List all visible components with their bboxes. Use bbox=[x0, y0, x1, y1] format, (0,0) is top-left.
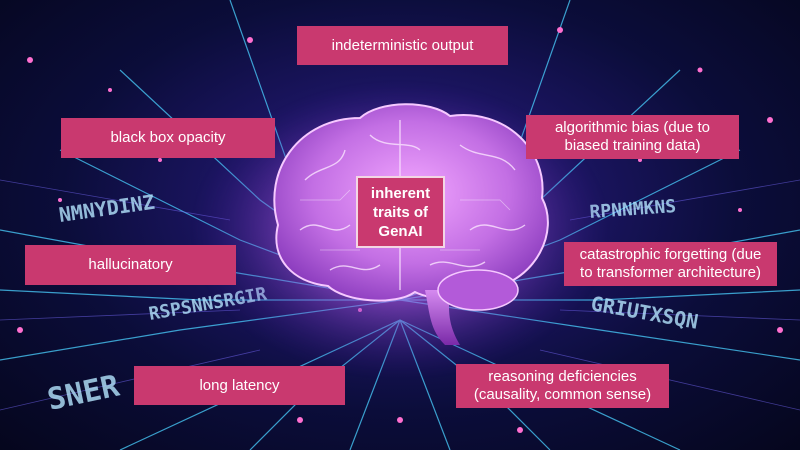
trait-bias: algorithmic bias (due to biased training… bbox=[526, 115, 739, 159]
trait-forgetting: catastrophic forgetting (due to transfor… bbox=[564, 242, 777, 286]
trait-hallucinatory: hallucinatory bbox=[25, 245, 236, 285]
trait-indeterministic: indeterministic output bbox=[297, 26, 508, 65]
center-title: inherent traits of GenAI bbox=[356, 176, 445, 248]
trait-latency: long latency bbox=[134, 366, 345, 405]
trait-reasoning: reasoning deficiencies (causality, commo… bbox=[456, 364, 669, 408]
letters-left-3: SNER bbox=[44, 368, 123, 417]
trait-black-box: black box opacity bbox=[61, 118, 275, 158]
letters-left-1: NMNYDINZ bbox=[57, 190, 156, 227]
